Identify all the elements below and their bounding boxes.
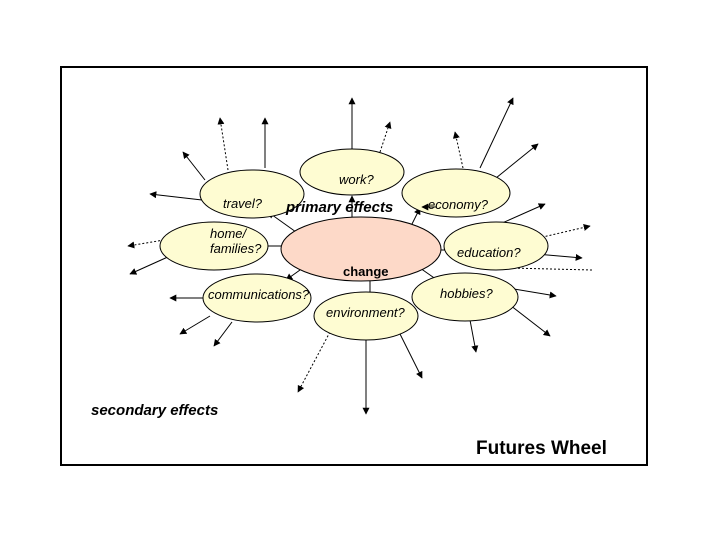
secondary-arrow bbox=[499, 203, 546, 225]
node-economy bbox=[401, 168, 511, 218]
node-education bbox=[443, 221, 549, 271]
diagram-frame bbox=[60, 66, 648, 466]
secondary-arrow bbox=[149, 191, 203, 201]
center-change bbox=[280, 216, 442, 282]
secondary-arrow bbox=[509, 267, 593, 271]
secondary-arrow bbox=[399, 333, 423, 379]
secondary-arrow bbox=[127, 239, 165, 249]
secondary-arrow bbox=[379, 121, 392, 153]
node-communications bbox=[202, 273, 312, 323]
label-secondary-effects: secondary effects bbox=[91, 402, 219, 419]
label-home: home/ families? bbox=[210, 226, 262, 256]
secondary-arrow bbox=[217, 117, 229, 171]
label-education: education? bbox=[457, 245, 521, 260]
label-travel: travel? bbox=[223, 196, 263, 211]
label-hobbies: hobbies? bbox=[440, 286, 493, 301]
secondary-arrow bbox=[469, 319, 479, 353]
secondary-arrow bbox=[213, 321, 233, 347]
label-environment: environment? bbox=[326, 305, 405, 320]
secondary-arrow bbox=[129, 255, 171, 275]
label-primary-effects: primary effects bbox=[286, 199, 394, 216]
node-environment bbox=[313, 291, 419, 341]
node-work bbox=[299, 148, 405, 196]
secondary-arrow bbox=[182, 151, 206, 181]
node-hobbies bbox=[411, 272, 519, 322]
label-economy: economy? bbox=[428, 197, 488, 212]
secondary-arrows bbox=[127, 97, 593, 415]
secondary-arrow bbox=[179, 315, 211, 335]
node-home bbox=[159, 221, 269, 271]
diagram-title: Futures Wheel bbox=[476, 438, 607, 459]
secondary-arrow bbox=[297, 331, 331, 393]
secondary-arrow bbox=[479, 97, 514, 169]
node-travel bbox=[199, 169, 305, 219]
secondary-arrow bbox=[452, 131, 464, 169]
label-work: work? bbox=[339, 172, 374, 187]
label-communications: communications? bbox=[208, 287, 310, 302]
label-center: change bbox=[343, 264, 389, 279]
secondary-arrow bbox=[495, 143, 539, 179]
